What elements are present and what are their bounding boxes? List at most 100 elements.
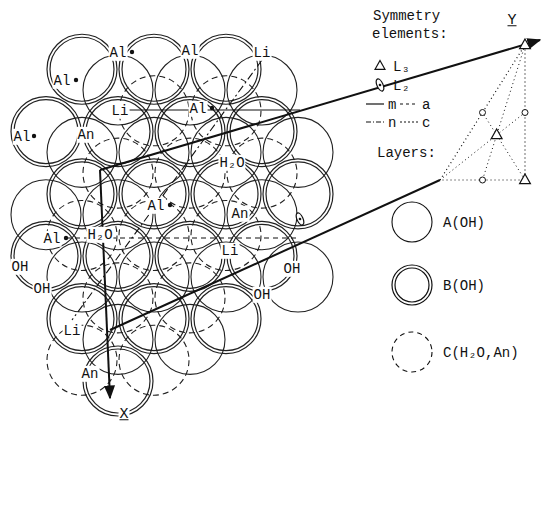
b-layer-circle-inner [266,162,330,226]
b-layer-circle-inner [50,162,114,226]
atom-label: Al [43,231,62,247]
legend-text: m [387,97,397,113]
c-layer-circle [155,263,225,333]
atom-label-slot: OH [11,257,30,275]
atom-label-slot: OH [253,285,272,303]
legend-entry: n [387,113,397,131]
legend-entry: A(OH) [442,213,486,231]
y-axis [100,40,540,170]
b-layer-circle [119,34,189,104]
legend-circle-b-inner [395,268,429,302]
b-layer-circle-inner [194,287,258,351]
legend-text: A(OH) [442,215,486,231]
b-layer-circle-inner [158,224,222,288]
a-layer-circle [155,55,225,125]
a-layer-circle [155,304,225,374]
atom-label: H₂O [86,227,113,243]
atom-dot [64,236,68,240]
atom-label-slot: Al [189,99,208,117]
b-layer-circle [191,284,261,354]
atom-label: OH [283,261,302,277]
atom-label: H₂O [218,155,245,171]
b-layer-circle-inner [122,37,186,101]
layer-a-circles [11,55,333,374]
atom-label: Al [181,43,200,59]
legend-line-m [366,103,384,104]
b-layer-circle [155,97,225,167]
axis-label-slot: Y [506,10,517,30]
a-layer-circle [155,180,225,250]
atom-label-slot: Al [181,41,200,59]
a-layer-circle [83,180,153,250]
atom-label: OH [253,287,272,303]
atom-dot [74,78,78,82]
threefold-axis-symbol [491,129,502,139]
atom-label: An [77,127,96,143]
legend-entry: m [387,95,397,113]
threefold-axis-symbol [520,174,531,184]
legend-line-a [400,103,418,104]
legend-text: L₂ [392,78,411,94]
atom-label: Al [53,73,72,89]
legend-text: L₃ [392,59,411,75]
b-layer-circle [119,159,189,229]
a-layer-circle [11,180,81,250]
a-layer-circle [119,117,189,187]
b-layer-circle [155,221,225,291]
legend-circle-b [392,265,432,305]
atom-label-slot: An [231,204,250,222]
c-layer-circle [83,138,153,208]
atom-label: OH [11,259,30,275]
atom-label: An [81,366,100,382]
atom-label-slot: Al [53,71,72,89]
legend-heading-slot: Symmetry elements: [372,6,482,43]
a-layer-circle [83,55,153,125]
mirror-plane-m [120,109,300,110]
inversion-symbol [480,110,486,116]
legend-line-c [400,121,418,122]
atom-label-slot: Li [221,241,240,259]
atom-dot [130,50,134,54]
legend-text: B(OH) [442,278,486,294]
a-layer-circle [227,180,297,250]
a-layer-circle [191,117,261,187]
legend-entry: C(H₂O,An) [442,343,520,361]
atom-dot [168,203,172,207]
atom-label: Li [253,45,272,61]
atom-label-slot: H₂O [218,153,245,171]
symmetry-line [483,113,526,181]
atom-label: Li [63,323,82,339]
legend-heading-slot: Layers: [376,143,437,161]
atom-label-slot: Al [109,43,128,61]
atom-label-slot: An [77,125,96,143]
legend-heading: Layers: [376,145,437,161]
axis-label: X [118,406,129,423]
atom-dot [32,134,36,138]
atom-label: Al [13,129,32,145]
atom-label-slot: Al [43,229,62,247]
legend-circle-a [392,202,432,242]
atom-label: Al [189,101,208,117]
twofold-legend-symbol [375,78,386,92]
atom-label-slot: H₂O [86,225,113,243]
atom-label-slot: Al [13,127,32,145]
cell-lines [66,40,540,398]
inversion-symbol [480,177,486,183]
b-layer-circle-inner [230,224,294,288]
atom-dot [210,106,214,110]
inversion-symbol [522,110,528,116]
atom-label: OH [33,281,52,297]
b-layer-circle [47,159,117,229]
legend-entry: a [421,95,431,113]
axis-label: Y [506,12,517,29]
legend-circle-c [392,332,432,372]
legend-entry: B(OH) [442,276,486,294]
legend-entry: L₃ [392,57,411,75]
b-layer-circle-inner [194,162,258,226]
atom-label-slot: Li [63,321,82,339]
symmetry-line [483,45,526,180]
threefold-legend-symbol [375,61,385,70]
glide-plane-n [72,60,262,320]
cell-edge [110,180,440,330]
